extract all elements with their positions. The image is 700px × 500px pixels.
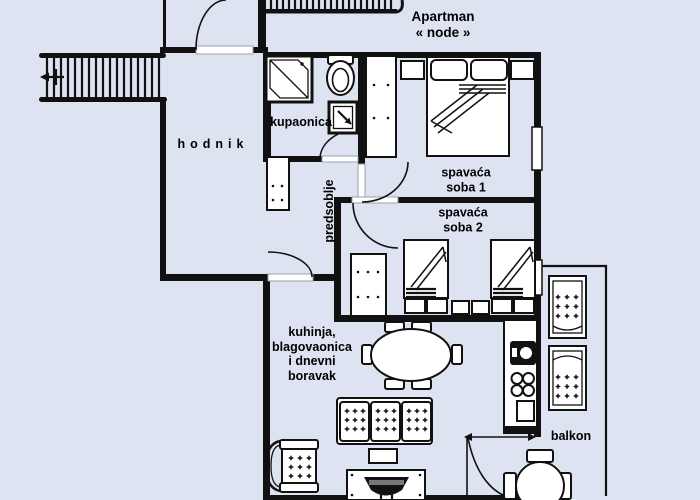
coffee-table-icon (368, 448, 398, 464)
dining-set-icon (361, 321, 463, 390)
hall-cabinet-icon (266, 156, 290, 211)
sofa-icon (336, 397, 433, 445)
toilet-icon (326, 54, 355, 96)
single-bed-icon (403, 239, 449, 314)
chair-icon (526, 449, 554, 463)
staircase-top (266, 0, 404, 14)
bedroom2-wardrobe-icon (350, 253, 387, 317)
doors (195, 0, 536, 499)
door-bedroom2 (352, 202, 399, 249)
tv-stand-icon (346, 469, 426, 500)
dining-table-icon (370, 328, 452, 382)
stove-icon (510, 372, 535, 397)
sun-lounger-icon (548, 345, 587, 411)
kitchen-cabinet-icon (516, 400, 535, 422)
kitchen-counter-icon (503, 319, 538, 428)
chair-icon (503, 472, 517, 500)
balcony-table-set-icon (503, 449, 572, 500)
balcony-slider-arrow (464, 433, 536, 441)
round-table-icon (515, 461, 565, 500)
staircase-left (39, 53, 167, 102)
double-bed-icon (426, 56, 510, 157)
chair-icon (451, 344, 463, 365)
window-bedroom1 (531, 126, 543, 171)
door-entry (195, 0, 227, 51)
nightstand-icon (451, 300, 490, 315)
bedroom1-wardrobe-icon (365, 55, 397, 158)
door-living (267, 251, 313, 278)
balcony-rail (542, 264, 608, 496)
sink-icon (327, 100, 359, 135)
single-bed-icon (490, 239, 536, 314)
sun-lounger-icon (548, 275, 587, 339)
shower-icon (264, 54, 314, 104)
nightstand-icon (400, 60, 535, 80)
door-bedroom1 (361, 161, 409, 203)
armchair-icon (264, 439, 319, 493)
